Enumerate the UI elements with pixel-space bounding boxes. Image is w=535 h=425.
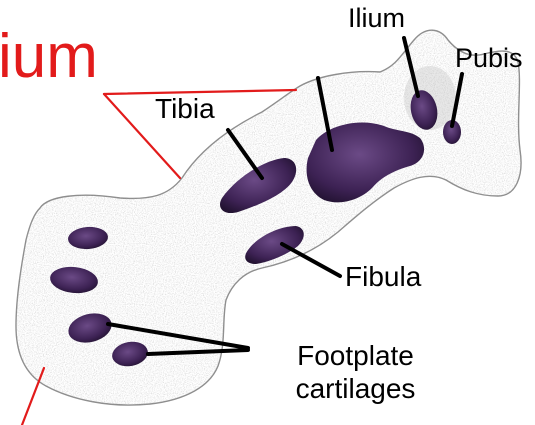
- red-heading-label: ium: [0, 26, 98, 88]
- fibula-label: Fibula: [345, 262, 421, 291]
- footplate-label-line1: Footplate: [297, 340, 414, 371]
- ilium-label: Ilium: [348, 4, 405, 32]
- tibia-label: Tibia: [155, 94, 215, 123]
- footplate-label-line2: cartilages: [296, 373, 416, 404]
- femur-cartilage: [307, 122, 425, 202]
- footplate-cartilages-label: Footplate cartilages: [268, 340, 443, 406]
- pubis-label: Pubis: [455, 44, 523, 72]
